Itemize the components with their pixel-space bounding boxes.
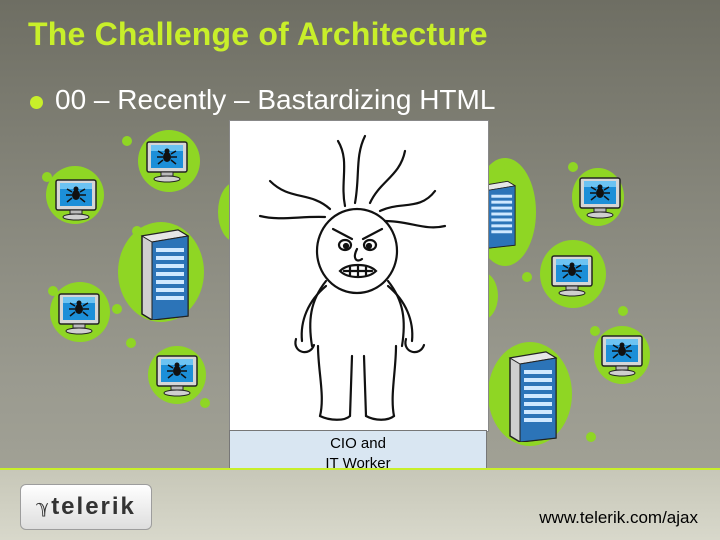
- cartoon-panel: [229, 120, 489, 432]
- green-dot: [132, 226, 142, 236]
- footer-url: www.telerik.com/ajax: [539, 508, 698, 527]
- telerik-logo: ℽ telerik: [20, 484, 152, 530]
- bug-monitor-icon: [145, 140, 189, 184]
- telerik-logo-mark-icon: ℽ: [36, 496, 50, 517]
- green-dot: [112, 304, 122, 314]
- footer-divider: [0, 468, 720, 470]
- bug-monitor-icon: [578, 176, 622, 220]
- bug-monitor-icon: [54, 178, 98, 222]
- angry-person-cartoon: [258, 134, 447, 421]
- caption-line: CIO and: [330, 435, 386, 452]
- bug-monitor-icon: [57, 292, 101, 336]
- green-dot: [586, 432, 596, 442]
- bullet-dot-icon: [30, 95, 43, 109]
- green-dot: [42, 172, 52, 182]
- bug-monitor-icon: [155, 354, 199, 398]
- green-dot: [200, 398, 210, 408]
- telerik-logo-text: telerik: [51, 493, 136, 520]
- bug-monitor-icon: [600, 334, 644, 378]
- green-dot: [590, 326, 600, 336]
- green-dot: [568, 162, 578, 172]
- bullet-item: 00 – Recently – Bastardizing HTML: [30, 84, 495, 116]
- bug-monitor-icon: [550, 254, 594, 298]
- green-dot: [48, 286, 58, 296]
- caption-line: IT Worker: [325, 455, 391, 472]
- slide-title: The Challenge of Architecture: [28, 16, 488, 52]
- green-dot: [122, 136, 132, 146]
- server-rack-icon: [138, 228, 192, 320]
- green-dot: [522, 272, 532, 282]
- green-dot: [126, 338, 136, 348]
- green-dot: [618, 306, 628, 316]
- bullet-text: 00 – Recently – Bastardizing HTML: [55, 84, 496, 115]
- server-rack-icon: [506, 350, 560, 442]
- green-dot: [504, 162, 514, 172]
